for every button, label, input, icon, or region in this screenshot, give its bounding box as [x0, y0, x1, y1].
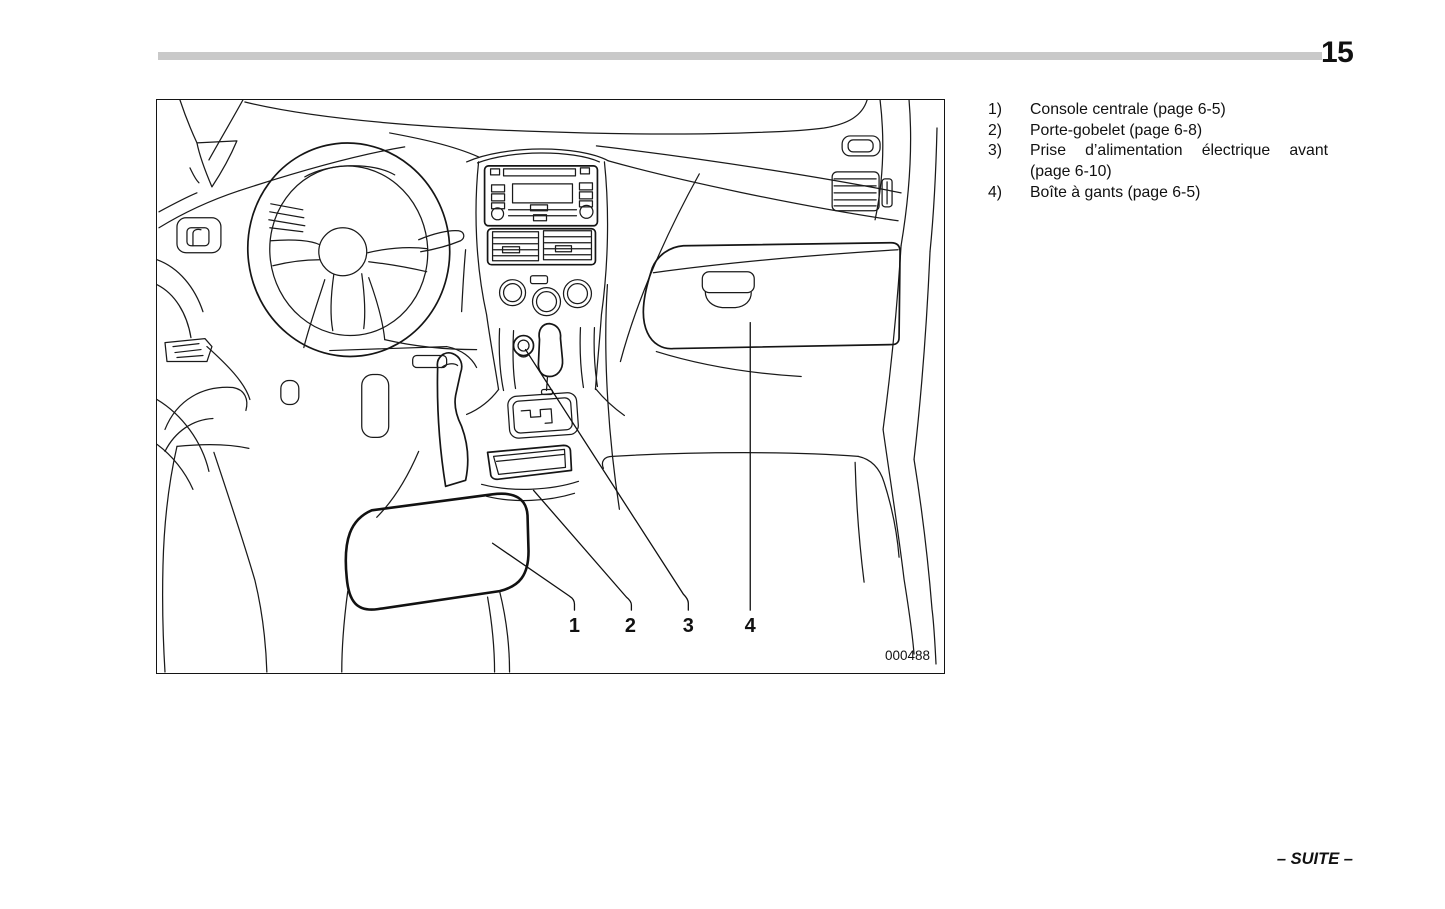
armrest-console [341, 492, 530, 673]
radio-unit [483, 165, 599, 227]
shift-gate [520, 408, 553, 424]
steering-hub [318, 227, 368, 277]
door-panel [157, 217, 251, 490]
glove-box-handle [701, 271, 755, 294]
figure-frame: 1 2 3 4 000488 [156, 99, 945, 674]
figure-callout-number-2: 2 [625, 615, 636, 637]
legend-item-3: 3) Prise d’alimentation électrique avant… [988, 141, 1358, 182]
knee-panel [329, 338, 478, 439]
figure-callout-number-1: 1 [569, 615, 580, 637]
figure-callout-number-3: 3 [683, 615, 694, 637]
radio-display [511, 183, 574, 204]
legend-item-label: Prise d’alimentation électrique avant (p… [1030, 142, 1328, 181]
legend-item-2: 2) Porte-gobelet (page 6-8) [988, 121, 1358, 142]
dashboard-line-art: 1 2 3 4 000488 [157, 100, 938, 673]
steering-wheel [246, 142, 465, 358]
legend-item-1: 1) Console centrale (page 6-5) [988, 100, 1358, 121]
callout-numbers: 1 2 3 4 [569, 615, 756, 637]
header-rule [158, 52, 1322, 60]
legend-item-number: 1) [988, 101, 1003, 118]
page-number: 15 [1321, 36, 1354, 69]
legend: 1) Console centrale (page 6-5) 2) Porte-… [988, 100, 1358, 204]
climate-knobs [498, 275, 593, 317]
legend-item-label: Boîte à gants (page 6-5) [1030, 183, 1201, 201]
right-pillar-door-lines [874, 100, 938, 665]
passenger-seat [601, 452, 900, 583]
windshield-lines [158, 100, 868, 229]
legend-item-4: 4) Boîte à gants (page 6-5) [988, 183, 1358, 204]
driver-seat [161, 379, 300, 673]
radio-knob-left [490, 207, 505, 221]
dash-top-lines [389, 132, 902, 510]
legend-item-number: 2) [988, 121, 1003, 139]
legend-item-label: Console centrale (page 6-5) [1030, 101, 1226, 118]
grab-recess [841, 135, 881, 157]
wiper-stalk [418, 230, 465, 253]
cup-holder [480, 444, 580, 502]
center-stack-sides [465, 161, 626, 417]
legend-item-label: Porte-gobelet (page 6-8) [1030, 121, 1203, 139]
legend-item-number: 3) [988, 142, 1003, 160]
legend-item-number: 4) [988, 183, 1003, 201]
gear-shifter [507, 322, 579, 439]
instrument-visor [304, 165, 396, 178]
dash-side-vent [268, 203, 306, 233]
steering-column [303, 279, 326, 349]
center-vents [486, 227, 597, 266]
callout-line-2 [532, 489, 633, 611]
parking-brake-lever [376, 352, 469, 518]
callout-line-3 [524, 348, 689, 611]
side-vent-right [831, 171, 893, 212]
figure-image-code: 000488 [885, 648, 930, 663]
continuation-marker: – SUITE – [1276, 850, 1353, 868]
callout-lines [491, 321, 751, 611]
radio-knob-right [579, 204, 594, 219]
callout-line-1 [491, 542, 576, 611]
power-outlet [512, 334, 535, 358]
glove-box [642, 241, 901, 378]
figure-callout-number-4: 4 [745, 615, 756, 637]
